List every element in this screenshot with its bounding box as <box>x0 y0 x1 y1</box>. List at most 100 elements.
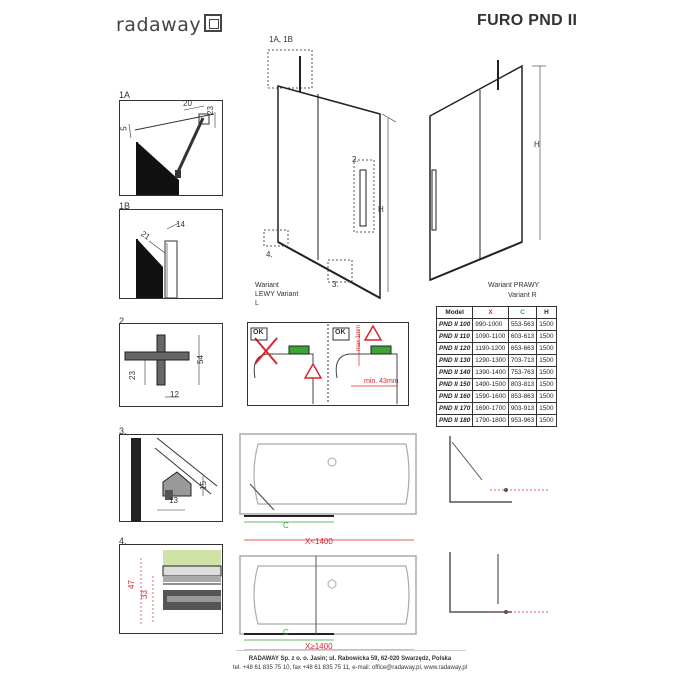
bathtub-side-view-2 <box>449 552 550 614</box>
cell-c: 803-813 <box>507 378 538 391</box>
table-header-row: Model X C H <box>435 306 557 319</box>
bathtub-plan-x-over-1400 <box>239 555 417 651</box>
dim-x-under-1400: X<1400 <box>305 537 333 546</box>
cell-model: PND II 170 <box>435 402 474 415</box>
dim-3-13: 13 <box>169 496 178 505</box>
installation-panel <box>247 322 409 406</box>
cell-x: 990-1000 <box>472 318 509 331</box>
dim-4-33: 33 <box>139 590 149 599</box>
cell-x: 1690-1700 <box>472 402 509 415</box>
callout-2: 2. <box>352 155 359 164</box>
cell-h: 1500 <box>536 318 557 331</box>
dim-c-1: C <box>283 521 289 530</box>
detail-3-drawing <box>119 434 223 522</box>
cell-h: 1500 <box>536 366 557 379</box>
variant-left-label-3: L <box>255 300 259 307</box>
col-x: X <box>472 306 509 319</box>
cell-x: 1190-1200 <box>472 342 509 355</box>
dim-2-23: 23 <box>127 371 137 380</box>
cell-h: 1500 <box>536 390 557 403</box>
cell-x: 1590-1600 <box>472 390 509 403</box>
cell-h: 1500 <box>536 378 557 391</box>
col-c: C <box>507 306 538 319</box>
detail-4-drawing <box>119 544 223 634</box>
cell-model: PND II 180 <box>435 414 474 427</box>
cell-model: PND II 150 <box>435 378 474 391</box>
brand-logo-icon <box>204 14 222 32</box>
variant-left-label-2: LEWY Variant <box>255 291 299 298</box>
dim-3-15: 15 <box>198 481 208 490</box>
dim-x-over-1400: X≥1400 <box>305 642 333 651</box>
footer-divider <box>236 650 466 651</box>
section-1b-label: 1B <box>119 201 131 211</box>
cell-c: 953-963 <box>507 414 538 427</box>
cell-h: 1500 <box>536 414 557 427</box>
dim-2-54: 54 <box>195 355 205 364</box>
footer-address: RADAWAY Sp. z o. o. Jasin; ul. Rabowicka… <box>248 656 452 662</box>
callout-1a-1b: 1A, 1B <box>269 35 294 44</box>
dim-1a-20: 20 <box>183 99 192 108</box>
detail-1a-drawing <box>119 100 223 196</box>
cell-model: PND II 120 <box>435 342 474 355</box>
col-h: H <box>536 306 557 319</box>
cell-c: 903-913 <box>507 402 538 415</box>
section-2-label: 2. <box>119 316 127 326</box>
footer-contact: tel. +48 61 835 75 10, fax +48 61 835 75… <box>232 665 468 671</box>
callout-3: 3. <box>332 280 339 289</box>
ok-badge-1: OK <box>253 329 264 336</box>
callout-4: 4. <box>266 250 273 259</box>
cell-x: 1790-1800 <box>472 414 509 427</box>
footer: RADAWAY Sp. z o. o. Jasin; ul. Rabowicka… <box>0 655 700 673</box>
variant-right-label-1: Wariant PRAWY <box>488 282 540 289</box>
dim-h-left: H <box>378 205 384 214</box>
cell-h: 1500 <box>536 354 557 367</box>
cell-c: 753-763 <box>507 366 538 379</box>
cell-c: 703-713 <box>507 354 538 367</box>
variant-right-label-2: Variant R <box>508 292 537 299</box>
max-1mm-label: max 1mm <box>356 324 363 352</box>
section-3-label: 3. <box>119 426 127 436</box>
dim-h-right: H <box>534 140 540 149</box>
section-4-label: 4. <box>119 536 127 546</box>
bathtub-plan-x-under-1400 <box>239 433 417 541</box>
cell-c: 853-863 <box>507 390 538 403</box>
detail-2-drawing <box>119 323 223 407</box>
dim-4-47: 47 <box>126 580 136 589</box>
cell-c: 553-563 <box>507 318 538 331</box>
brand-logo-text: radaway <box>116 14 202 36</box>
cell-h: 1500 <box>536 330 557 343</box>
variant-left-label-1: Wariant <box>255 282 279 289</box>
variant-left-drawing <box>263 49 397 300</box>
section-1a-label: 1A <box>119 90 131 100</box>
min-43mm-label: min. 43mm <box>364 378 399 385</box>
cell-h: 1500 <box>536 402 557 415</box>
cell-model: PND II 110 <box>435 330 474 343</box>
cell-x: 1290-1300 <box>472 354 509 367</box>
cell-model: PND II 130 <box>435 354 474 367</box>
detail-1b-drawing <box>119 209 223 299</box>
dim-1a-23: 23 <box>205 106 215 115</box>
ok-badge-2: OK <box>335 329 346 336</box>
cell-model: PND II 100 <box>435 318 474 331</box>
dim-1a-5: 5 <box>119 126 129 131</box>
cell-c: 603-613 <box>507 330 538 343</box>
cell-x: 1090-1100 <box>472 330 509 343</box>
cell-c: 653-663 <box>507 342 538 355</box>
col-model: Model <box>435 306 474 319</box>
dim-c-2: C <box>283 628 289 637</box>
bathtub-side-view-1 <box>449 436 550 503</box>
variant-right-drawing <box>429 60 546 282</box>
cell-model: PND II 140 <box>435 366 474 379</box>
cell-x: 1490-1500 <box>472 378 509 391</box>
cell-x: 1390-1400 <box>472 366 509 379</box>
